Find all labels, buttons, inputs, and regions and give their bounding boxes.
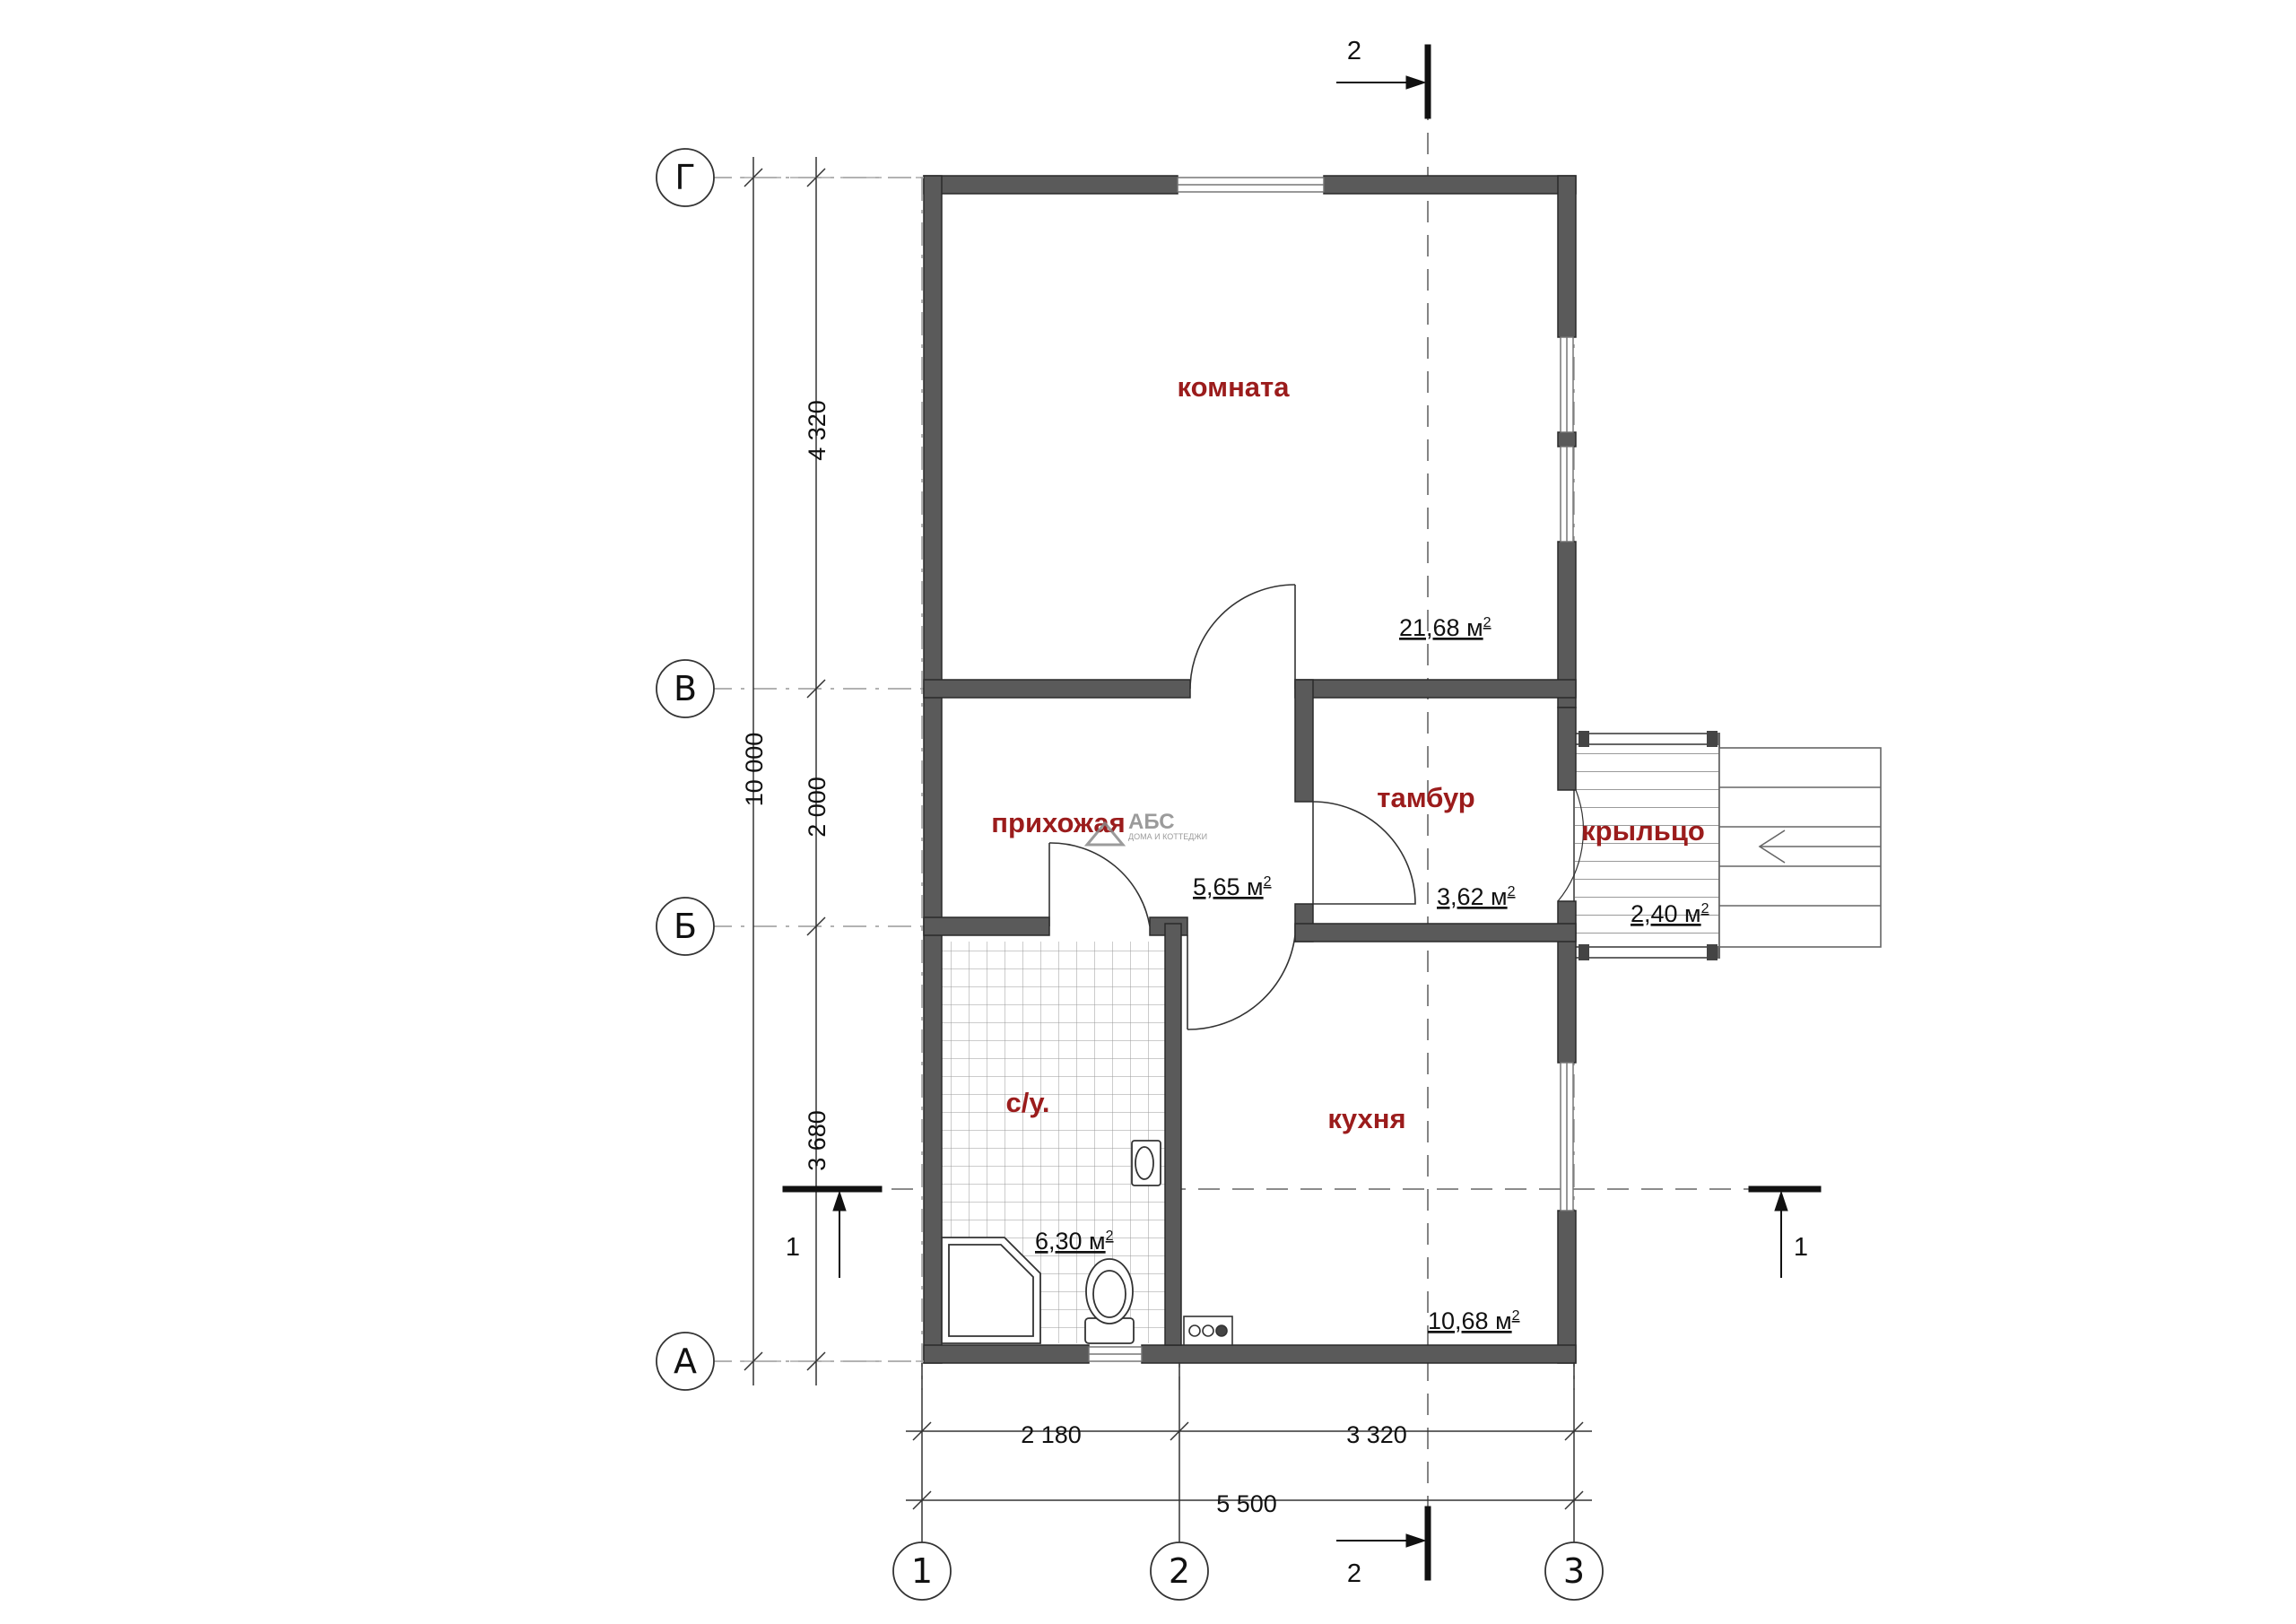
bathroom-fixtures	[941, 1140, 1161, 1344]
windows	[1088, 177, 1574, 1362]
room-area-su: 6,30 м2	[1035, 1228, 1114, 1255]
axis-col-1: 1	[911, 1551, 933, 1591]
logo-house-icon	[1083, 821, 1126, 847]
section-marker-1	[782, 1185, 1822, 1278]
section-label-1-right: 1	[1794, 1233, 1808, 1262]
axis-row-a: А	[674, 1342, 697, 1381]
shower-tray-inner	[948, 1244, 1034, 1337]
room-area-kukhnya: 10,68 м2	[1428, 1307, 1520, 1334]
dim-horizontal-2: 3 320	[1346, 1421, 1407, 1448]
dim-vertical-1: 4 320	[804, 400, 831, 461]
kitchen-stove	[1183, 1316, 1233, 1346]
dim-horizontal-1: 2 180	[1021, 1421, 1082, 1448]
porch-post	[1578, 944, 1589, 960]
row-axis-markers	[656, 148, 715, 1391]
axis-row-b: Б	[674, 907, 697, 946]
axis-row-g: Г	[674, 158, 695, 197]
room-name-kukhnya: кухня	[1327, 1103, 1405, 1134]
porch-post	[1707, 944, 1718, 960]
section-label-2-top: 2	[1347, 37, 1361, 65]
axis-col-2: 2	[1169, 1551, 1190, 1591]
porch	[1573, 731, 1720, 960]
logo-watermark: АБС ДОМА И КОТТЕДЖИ	[1083, 810, 1207, 847]
axis-col-3: 3	[1563, 1551, 1585, 1591]
dim-vertical-total: 10 000	[741, 733, 768, 807]
logo-name: АБС	[1128, 810, 1175, 834]
section-label-2-bottom: 2	[1347, 1559, 1361, 1588]
logo-tagline: ДОМА И КОТТЕДЖИ	[1128, 832, 1207, 841]
stairs	[1718, 747, 1882, 948]
room-name-prikhozhaya: прихожая	[991, 807, 1125, 838]
room-name-kryltso: крыльцо	[1581, 815, 1705, 847]
room-area-tambur: 3,62 м2	[1437, 883, 1516, 910]
porch-post	[1707, 731, 1718, 747]
room-area-komnata: 21,68 м2	[1399, 614, 1492, 641]
horizontal-dimensions	[906, 1363, 1592, 1569]
porch-post	[1578, 731, 1589, 747]
walls	[923, 175, 1577, 1364]
column-axis-markers	[892, 1541, 1604, 1601]
doors	[1048, 584, 1585, 1030]
toilet-seat	[1092, 1270, 1126, 1318]
dim-vertical-2: 2 000	[804, 777, 831, 838]
room-area-prikhozhaya: 5,65 м2	[1193, 873, 1272, 900]
dim-vertical-3: 3 680	[804, 1110, 831, 1171]
sink-basin	[1135, 1146, 1154, 1180]
section-marker-2	[1336, 44, 1431, 1581]
axis-row-v: В	[674, 669, 697, 708]
room-name-su: с/у.	[1006, 1087, 1050, 1118]
section-label-1-left: 1	[786, 1233, 800, 1262]
room-name-tambur: тамбур	[1377, 782, 1474, 813]
dim-horizontal-total: 5 500	[1216, 1490, 1277, 1517]
vertical-dimensions	[740, 157, 924, 1385]
room-area-kryltso: 2,40 м2	[1631, 900, 1709, 927]
room-name-komnata: комната	[1178, 371, 1291, 403]
